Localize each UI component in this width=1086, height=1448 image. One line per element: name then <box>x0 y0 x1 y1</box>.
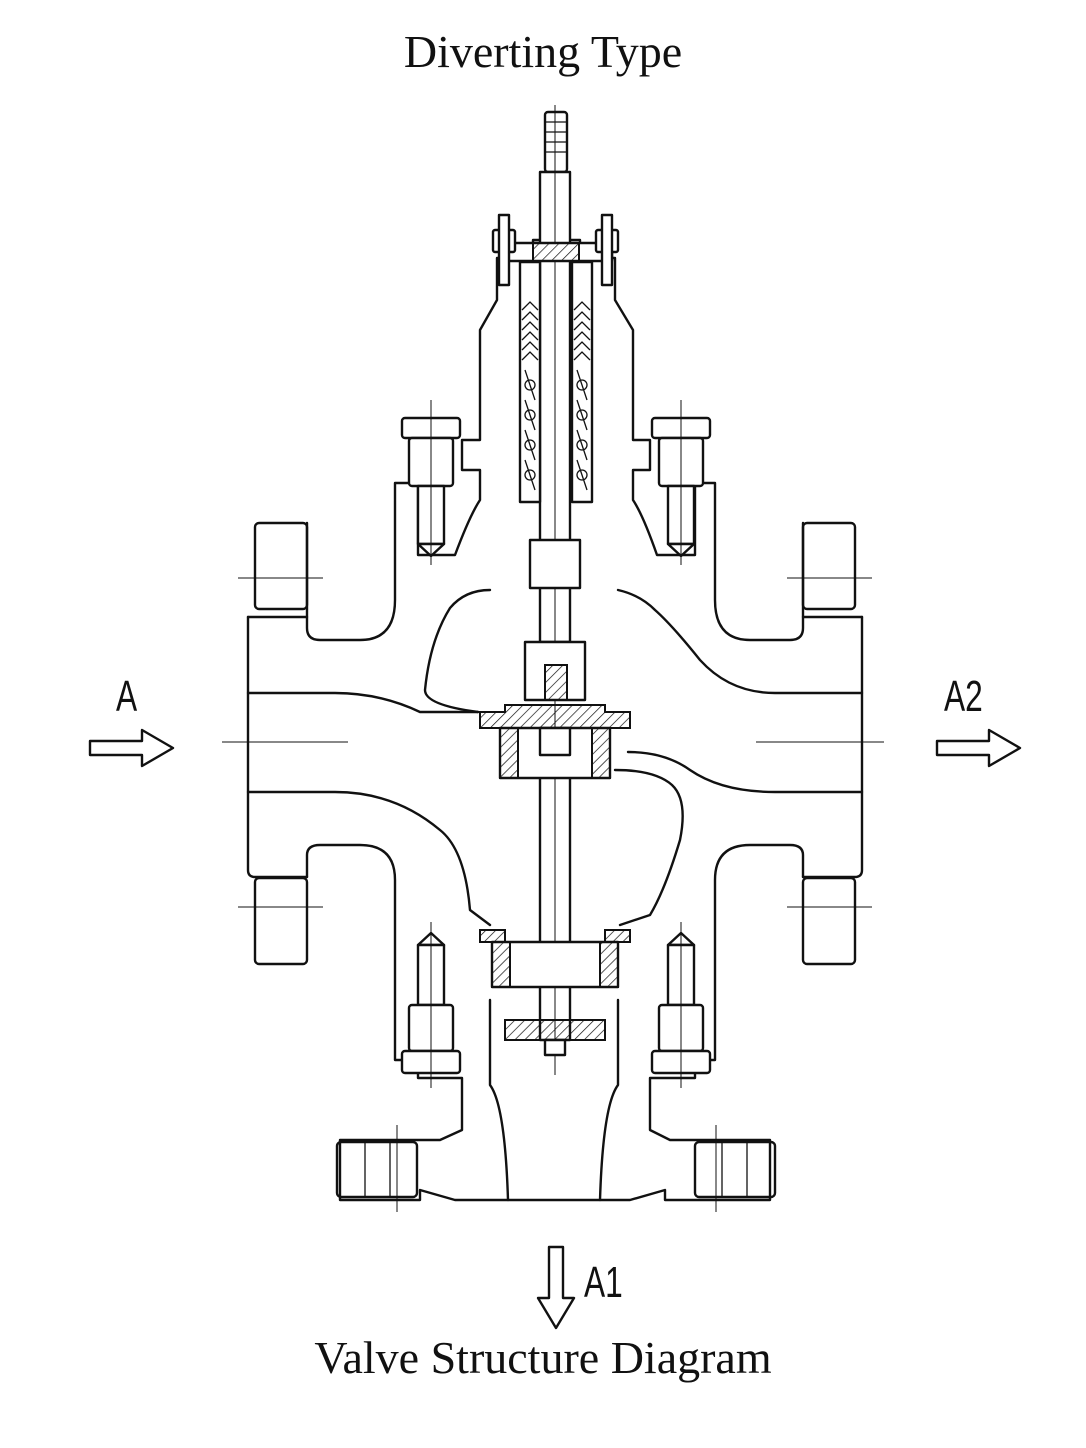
port-label-a1: A1 <box>584 1258 623 1307</box>
port-label-a2: A2 <box>944 672 983 721</box>
flow-arrow-inlet <box>88 728 175 768</box>
packing-gland <box>498 241 614 590</box>
flow-passage-upper <box>246 691 480 714</box>
flow-passage-right-upper <box>616 588 864 695</box>
gland-bolt-right <box>594 213 620 287</box>
flow-arrow-outlet-bottom <box>536 1245 576 1330</box>
left-flange <box>238 521 323 966</box>
flow-arrow-outlet-side <box>935 728 1022 768</box>
diagram-title: Diverting Type <box>403 26 683 77</box>
flow-passage-lower <box>246 790 492 927</box>
port-label-a: A <box>116 672 138 721</box>
bonnet-bolt-lower-right <box>650 922 712 1088</box>
bonnet-bolt-lower-left <box>400 922 462 1088</box>
bottom-outlet-channel <box>488 998 620 1202</box>
inner-chamber-left <box>423 588 492 714</box>
inner-chamber-right <box>613 768 684 927</box>
diagram-caption: Valve Structure Diagram <box>314 1332 772 1383</box>
gland-bolt-left <box>491 213 517 287</box>
bonnet-bolt-upper-right <box>650 400 712 565</box>
lower-valve-plug <box>479 929 631 1057</box>
bottom-flange <box>335 1125 777 1212</box>
right-flange <box>787 521 872 966</box>
upper-valve-plug <box>479 640 631 780</box>
flow-passage-right-lower <box>626 750 864 794</box>
bonnet-bolt-upper-left <box>400 400 462 565</box>
